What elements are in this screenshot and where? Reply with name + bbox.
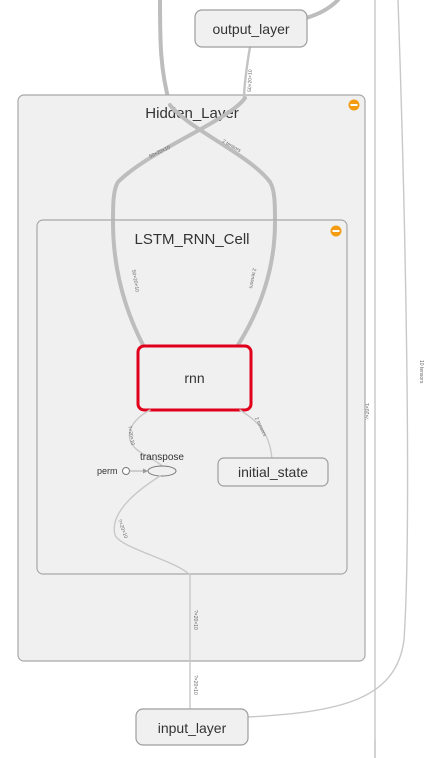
edge-transpose-in[interactable] [113, 475, 191, 576]
lstm-cell-expand-button[interactable] [330, 225, 342, 237]
transpose-label: transpose [140, 452, 184, 463]
edge-label-lstm-left: 50×20×10 [130, 269, 140, 292]
edge-label-lstm-in: ?×20×10 [192, 610, 198, 630]
edge-label-right-near: ?×20×1 [365, 403, 371, 420]
output-layer-label: output_layer [212, 21, 289, 37]
hidden-layer-title: Hidden_Layer [145, 105, 238, 122]
collapse-icon-bar [332, 230, 340, 232]
transpose-node[interactable] [147, 465, 177, 477]
initial-state-node[interactable]: initial_state [217, 457, 329, 487]
input-layer-label: input_layer [158, 720, 227, 736]
edge-label-output-to-hidden: 50×20×10 [247, 69, 254, 92]
edge-label-rnn-to-transpose: ?×20×10 [126, 425, 135, 446]
edge-label-right-far: 10 tensors [418, 360, 424, 384]
edge-output-to-hidden[interactable] [242, 45, 252, 100]
rnn-node-label: rnn [184, 370, 204, 386]
arrow-head-icon [143, 468, 148, 474]
initial-state-box [217, 457, 329, 487]
initial-state-label: initial_state [238, 464, 308, 480]
edge-top-left[interactable] [158, 0, 172, 107]
output-layer-box [194, 9, 308, 48]
lstm-cell-title: LSTM_RNN_Cell [134, 231, 249, 248]
edge-lstm-left[interactable] [111, 220, 145, 347]
collapse-icon-bar [350, 104, 358, 106]
hidden-layer-expand-button[interactable] [348, 99, 360, 111]
rnn-selection-outline [136, 344, 253, 412]
output-layer-node[interactable]: output_layer [194, 9, 308, 48]
edge-hidden-left[interactable] [111, 96, 247, 224]
rnn-node[interactable]: rnn [136, 344, 253, 412]
input-layer-node[interactable]: input_layer [135, 708, 249, 746]
edge-label-input-in: ?×20×10 [192, 675, 198, 695]
edge-rnn-to-transpose[interactable] [128, 409, 163, 467]
edge-right-far[interactable] [247, 0, 409, 718]
edge-lstm-right[interactable] [236, 220, 277, 347]
input-layer-box [135, 708, 249, 746]
edge-hidden-right[interactable] [168, 103, 277, 224]
edge-top-right[interactable] [304, 0, 340, 20]
edge-initial-to-rnn[interactable] [239, 409, 273, 461]
perm-node[interactable] [122, 467, 130, 475]
perm-label: perm [97, 466, 118, 476]
edge-label-lstm-right: 2 tensors [247, 268, 257, 290]
